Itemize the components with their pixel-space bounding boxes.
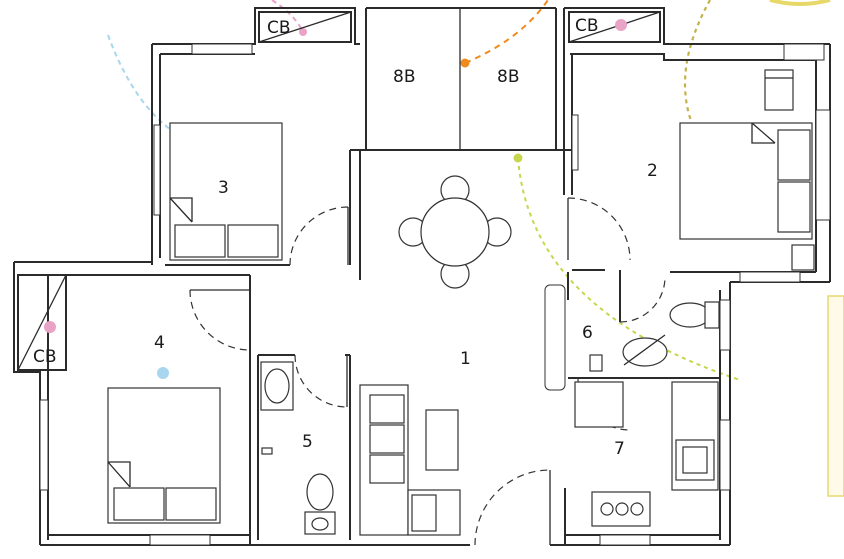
lime-dot [513,153,523,163]
cb-label-left: CB [33,347,57,367]
blue-dot-room-4 [157,367,169,379]
wash-basin-room-5 [260,361,294,411]
room-label-7: 7 [614,439,625,459]
balcony-label-right: 8B [497,67,519,87]
cb-label-top-left: CB [267,18,291,38]
blue-arc [107,34,241,156]
orange-dot [460,58,470,68]
toilet-room-6 [669,301,720,329]
tap-room-5 [261,447,273,455]
room-label-3: 3 [218,178,229,198]
balcony-label-left: 8B [393,67,415,87]
room-label-1: 1 [460,349,471,369]
cb-top-right: CB [568,11,661,43]
bed-room-4 [107,387,221,524]
room-label-2: 2 [647,161,658,181]
room-label-6: 6 [582,323,593,343]
dining-table [398,175,512,289]
pink-dot-left [44,321,56,333]
bed-room-3 [169,122,283,261]
stove [591,491,651,527]
orange-arc [464,0,549,64]
pink-dot-top-left [299,28,307,36]
tap-room-6 [589,354,603,372]
kitchen-counter [574,381,719,491]
toilet-room-5 [304,473,336,535]
sofa [359,384,461,536]
cb-left: CB [17,274,67,371]
windows [39,43,831,546]
pink-dot-top-right [615,19,627,31]
room-label-4: 4 [154,333,165,353]
cb-label-top-right: CB [575,16,599,36]
coffee-table [425,409,459,471]
cb-top-left: CB [258,11,352,43]
pink-arc-top-left [271,0,304,33]
room-label-5: 5 [302,432,313,452]
yellow-ring [769,0,831,6]
bed-room-2 [679,69,815,271]
yellow-panel-edge [827,295,844,497]
wash-basin-room-6 [622,334,668,367]
